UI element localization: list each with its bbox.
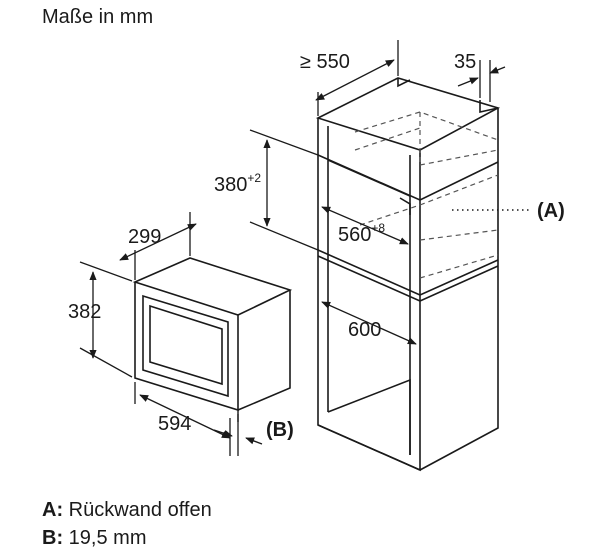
dimension-lines (79, 40, 506, 456)
dim-oven-width: 594 (158, 413, 191, 435)
legend: A: Rückwand offen B: 19,5 mm (42, 496, 212, 552)
legend-key-b: B: (42, 527, 64, 549)
dim-niche-height-tolerance: +2 (247, 171, 261, 185)
dim-niche-width-tolerance: +8 (371, 221, 385, 235)
callout-b: (B) (266, 419, 294, 441)
legend-text-a: Rückwand offen (68, 499, 212, 521)
cabinet (315, 77, 501, 472)
dim-gap: 35 (454, 51, 476, 73)
legend-text-b: 19,5 mm (68, 527, 147, 549)
diagram-title: Maße in mm (42, 6, 154, 28)
dim-cabinet-depth: ≥ 550 (300, 51, 350, 73)
oven (132, 257, 293, 412)
legend-item-b: B: 19,5 mm (42, 524, 212, 552)
dim-niche-height: 380+2 (214, 171, 261, 196)
dim-oven-depth: 299 (128, 226, 161, 248)
dim-oven-height: 382 (68, 301, 101, 323)
callout-a: (A) (537, 200, 565, 222)
dim-niche-height-value: 380 (214, 174, 247, 196)
dim-cabinet-width: 600 (348, 319, 381, 341)
legend-key-a: A: (42, 499, 64, 521)
dim-niche-width: 560+8 (338, 221, 385, 246)
dim-niche-width-value: 560 (338, 224, 371, 246)
legend-item-a: A: Rückwand offen (42, 496, 212, 524)
